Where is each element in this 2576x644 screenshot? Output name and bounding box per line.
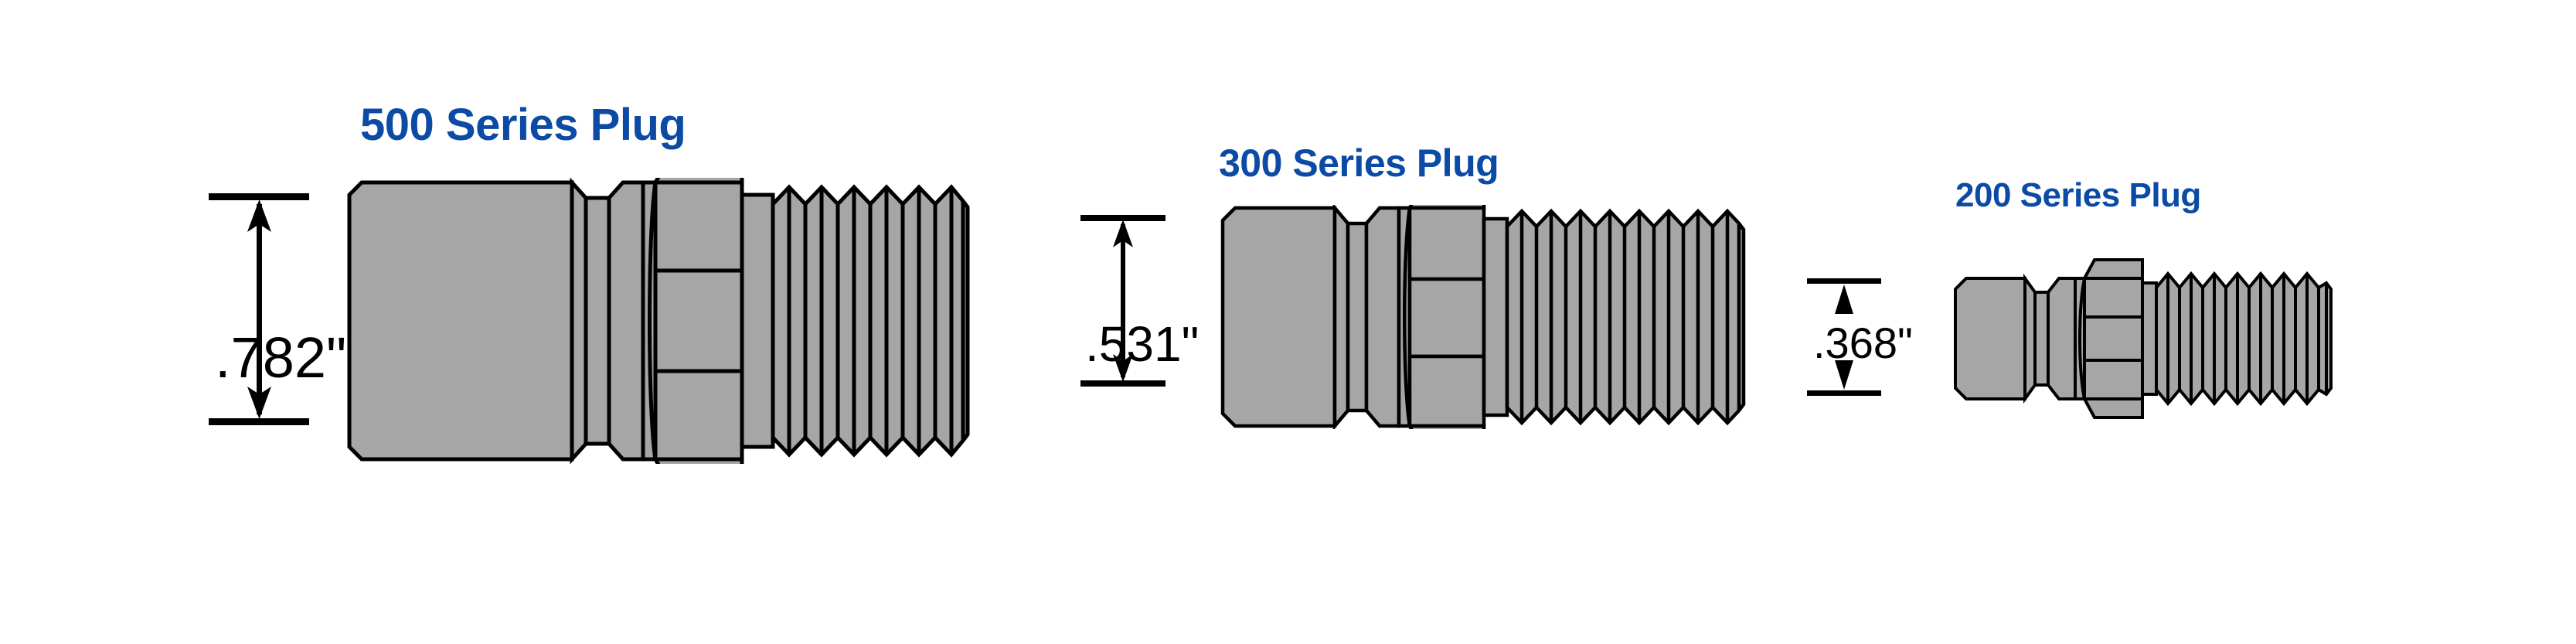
plug-500-title: 500 Series Plug: [360, 100, 686, 150]
plug-500-group: 500 Series Plug .782": [0, 0, 1005, 644]
plug-200-title: 200 Series Plug: [1955, 176, 2201, 214]
plug-200-dimension-line: [1807, 278, 1881, 396]
plug-300-title: 300 Series Plug: [1219, 141, 1499, 185]
plug-300-dimension-line: [1080, 215, 1165, 387]
plug-500-dimension-label: .782": [215, 325, 347, 390]
plug-500-dimension-line: [209, 193, 309, 425]
plug-300-drawing: [1220, 205, 1746, 429]
plug-500-drawing: [347, 178, 970, 464]
plug-300-dimension-label: .531": [1085, 316, 1200, 372]
plug-300-group: 300 Series Plug .531": [1005, 0, 1778, 644]
plug-200-group: 200 Series Plug .368": [1762, 0, 2576, 644]
plug-200-dimension-label: .368": [1813, 319, 1913, 367]
plug-200-drawing: [1954, 258, 2333, 419]
